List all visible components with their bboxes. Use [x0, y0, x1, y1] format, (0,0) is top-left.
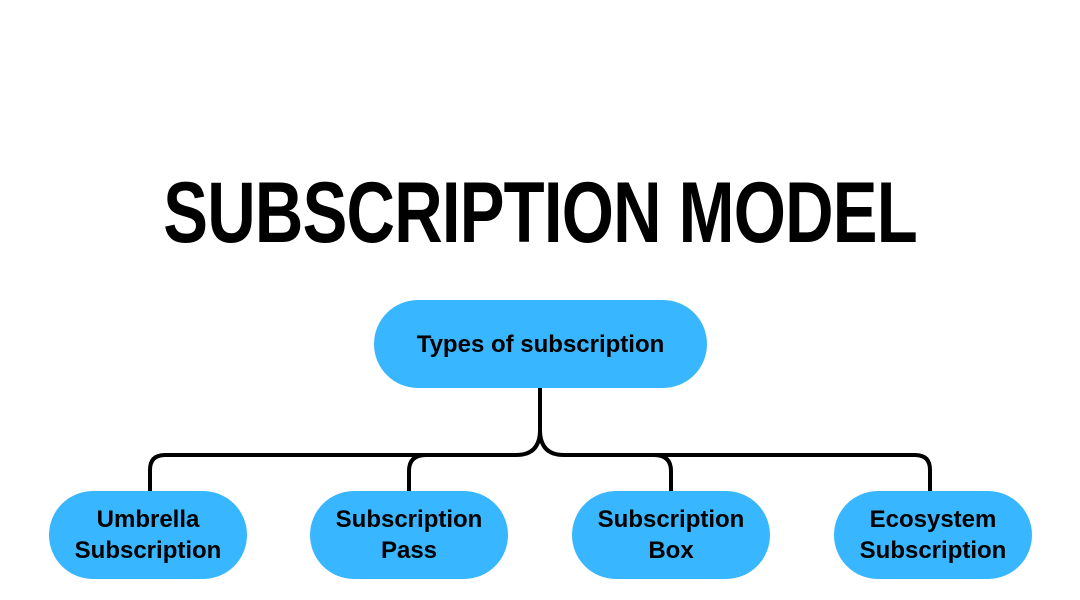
node-subscription-box: Subscription Box [572, 491, 770, 579]
page-title: SUBSCRIPTION MODEL [0, 161, 1080, 265]
node-umbrella-subscription: Umbrella Subscription [49, 491, 247, 579]
node-label: Types of subscription [416, 330, 665, 358]
connector-root-to-child-4 [538, 420, 932, 492]
node-types-of-subscription: Types of subscription [374, 300, 707, 388]
node-label: Subscription Box [597, 506, 745, 564]
node-ecosystem-subscription: Ecosystem Subscription [834, 491, 1032, 579]
node-label: Subscription Pass [335, 506, 483, 564]
page-title-text: SUBSCRIPTION MODEL [163, 164, 917, 261]
connector-elbow-child-2 [407, 453, 427, 492]
connector-root-to-child-1 [148, 388, 542, 492]
connector-elbow-child-3 [653, 453, 673, 492]
node-label: Ecosystem Subscription [859, 506, 1007, 564]
node-label: Umbrella Subscription [74, 506, 222, 564]
node-subscription-pass: Subscription Pass [310, 491, 508, 579]
